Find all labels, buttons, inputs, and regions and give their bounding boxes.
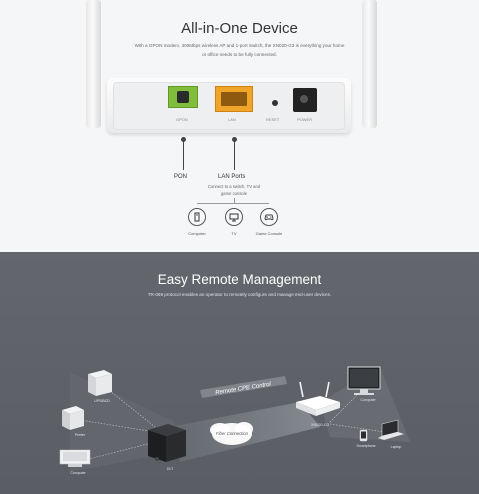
- printer-device-icon: [62, 406, 84, 430]
- olt-device-icon: [148, 424, 186, 462]
- smartphone-label: Smartphone: [356, 444, 375, 448]
- network-scene-illustration: UPS/BCD Printer Computer OLT Remote CPE …: [59, 366, 410, 475]
- device-label-computer: Computer: [188, 231, 206, 236]
- lan-callout-description: Connect to a switch, TV and game console: [207, 184, 261, 196]
- remote-cpe-banner: Remote CPE Control: [200, 376, 287, 398]
- ups-label: UPS/BCD: [94, 399, 110, 403]
- tv-icon: [225, 208, 243, 226]
- printer-label: Printer: [75, 433, 86, 437]
- ups-device-icon: [88, 370, 112, 396]
- laptop-device-icon: [378, 419, 404, 440]
- power-port: [293, 88, 317, 112]
- power-label: POWER: [297, 117, 313, 122]
- pon-port-label: GPON: [176, 117, 188, 122]
- pon-callout-line: [183, 140, 184, 170]
- reset-button: [272, 100, 278, 106]
- smartphone-device-icon: [359, 429, 368, 442]
- computer-icon: [188, 208, 206, 226]
- device-label-tv: TV: [231, 231, 237, 236]
- pon-port: [168, 86, 198, 108]
- device-label-game-console: Game Console: [255, 231, 283, 236]
- section-title: Easy Remote Management: [157, 272, 322, 287]
- game-console-icon: [260, 208, 278, 226]
- lan-callout-dot: [232, 137, 237, 142]
- computer-left-label: Computer: [70, 471, 86, 475]
- olt-label: OLT: [167, 467, 174, 471]
- pon-callout-label: PON: [174, 174, 188, 180]
- computer-left-device-icon: [59, 449, 91, 467]
- computer-right-label: Computer: [360, 398, 376, 402]
- all-in-one-section: All-in-One Device With a GPON modem, 300…: [86, 0, 377, 236]
- remote-management-section: Easy Remote Management TR-069 protocol e…: [0, 252, 479, 494]
- section-subtitle: With a GPON modem, 300Mbps wireless AP a…: [134, 43, 345, 57]
- router-device-icon: [296, 381, 340, 416]
- section-title: All-in-One Device: [181, 20, 298, 37]
- lan-callout-line: [234, 140, 235, 170]
- left-antenna: [86, 0, 101, 128]
- lan-port-label: LAN: [228, 117, 236, 122]
- fiber-connection-cloud: Fiber Connection: [210, 422, 253, 445]
- laptop-label: Laptop: [391, 445, 402, 449]
- reset-label: RESET: [266, 117, 280, 122]
- section-subtitle: TR-069 protocol enables an operator to r…: [147, 292, 332, 297]
- device-tree-bar: [197, 203, 269, 204]
- pon-callout-dot: [181, 137, 186, 142]
- lan-callout-label: LAN Ports: [218, 174, 246, 180]
- device-tree-stem: [234, 198, 235, 203]
- right-antenna: [362, 0, 377, 128]
- fiber-connection-text: Fiber Connection: [216, 431, 249, 436]
- computer-right-device-icon: [347, 366, 381, 395]
- router-label: XN020-G3: [311, 423, 329, 427]
- lan-port: [215, 86, 253, 112]
